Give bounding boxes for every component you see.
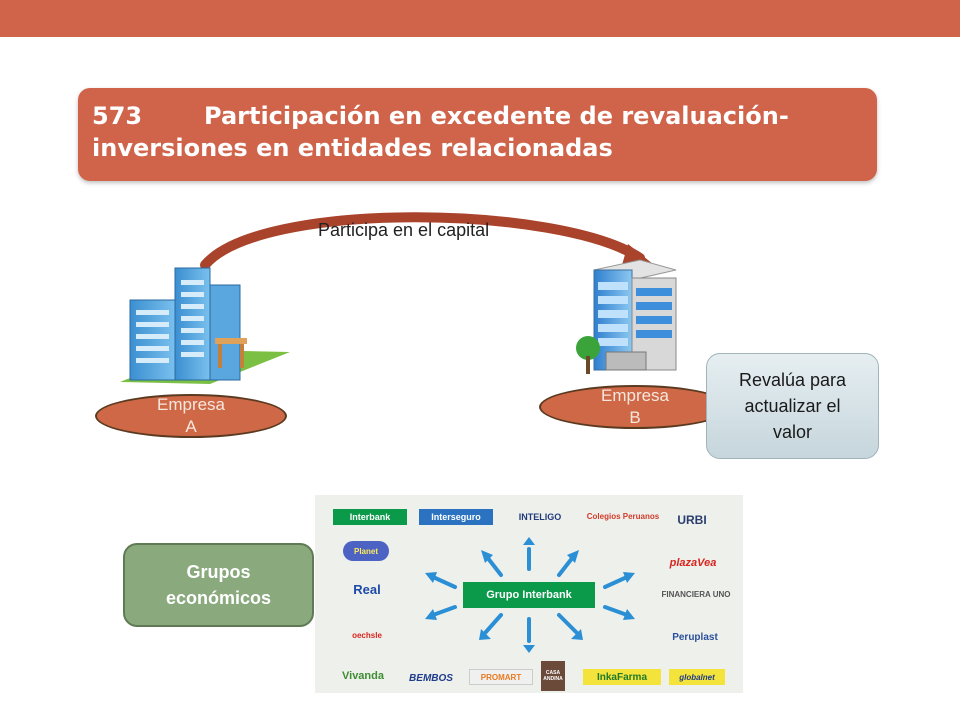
promart-logo: PROMART xyxy=(469,669,533,685)
real-plaza-logo: Real xyxy=(353,581,381,597)
title-line-1: 573 Participación en excedente de revalua… xyxy=(92,100,863,132)
company-a-line-2: A xyxy=(185,417,197,436)
building-b-icon xyxy=(576,259,677,374)
participation-arrow xyxy=(200,212,645,270)
company-a-line-1: Empresa xyxy=(156,395,226,414)
arrow-label: Participa en el capital xyxy=(318,220,490,240)
title-line-2: inversiones en entidades relacionadas xyxy=(92,134,613,162)
economic-groups-box: Grupos económicos xyxy=(123,543,314,627)
bembos-logo: BEMBOS xyxy=(409,672,453,684)
revalue-box: Revalúa para actualizar el valor xyxy=(706,353,879,459)
company-b-line-2: B xyxy=(629,408,641,427)
revalue-line-3: valor xyxy=(772,422,812,442)
top-accent-bar xyxy=(0,0,960,37)
planet-logo: Planet xyxy=(343,541,389,561)
financiera-uno-logo: FINANCIERA UNO xyxy=(661,589,731,599)
groups-line-1: Grupos xyxy=(186,562,251,582)
interseguro-logo: Interseguro xyxy=(419,509,493,525)
building-a-icon xyxy=(120,267,290,384)
company-b-ellipse: Empresa B xyxy=(539,385,731,429)
company-a-ellipse: Empresa A xyxy=(95,394,287,438)
colegios-peruanos-logo: Colegios Peruanos xyxy=(586,511,660,521)
revalue-line-1: Revalúa para xyxy=(738,370,847,390)
account-code: 573 xyxy=(92,102,143,130)
globalnet-logo: globalnet xyxy=(669,669,725,685)
revalue-line-2: actualizar el xyxy=(744,396,841,416)
grupo-interbank-logo: Grupo Interbank xyxy=(463,582,595,608)
groups-line-2: económicos xyxy=(165,588,272,608)
inteligo-logo: INTELIGO xyxy=(518,512,562,522)
oechsle-logo: oechsle xyxy=(352,630,382,640)
inkafarma-logo: InkaFarma xyxy=(583,669,661,685)
peruplast-logo: Peruplast xyxy=(672,631,718,643)
title-text-1: Participación en excedente de revaluació… xyxy=(204,102,789,130)
vivanda-logo: Vivanda xyxy=(342,670,384,682)
casa-andina-logo: CASA ANDINA xyxy=(541,661,565,691)
logo-arrows xyxy=(425,537,635,653)
urbi-logo: URBI xyxy=(677,513,707,527)
company-b-line-1: Empresa xyxy=(600,386,670,405)
plazavea-logo: plazaVea xyxy=(669,557,717,569)
title-box: 573 Participación en excedente de revalua… xyxy=(78,88,877,181)
group-logos-panel: Grupo Interbank Interbank Interseguro IN… xyxy=(315,495,743,693)
interbank-logo: Interbank xyxy=(333,509,407,525)
